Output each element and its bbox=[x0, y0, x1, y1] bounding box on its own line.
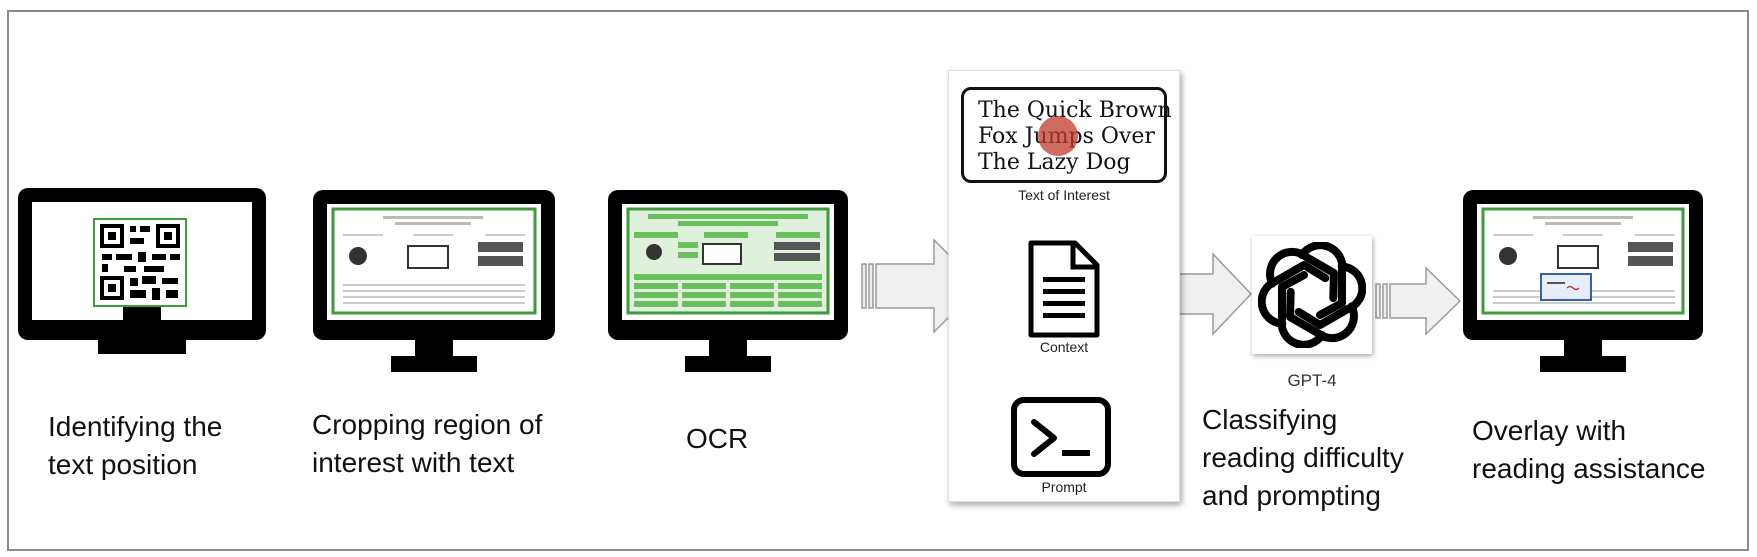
arrow-gpt-to-overlay bbox=[1375, 266, 1462, 336]
step-label-classify: Classifying reading difficulty and promp… bbox=[1202, 404, 1404, 511]
document-icon bbox=[1028, 240, 1100, 338]
openai-logo-icon bbox=[1258, 242, 1366, 348]
monitor-crop bbox=[313, 190, 555, 372]
terminal-prompt-icon bbox=[1011, 397, 1111, 477]
step-label-crop: Cropping region of interest with text bbox=[312, 409, 543, 478]
monitor-qr bbox=[18, 188, 266, 354]
step-label-overlay: Overlay with reading assistance bbox=[1472, 415, 1706, 484]
quote-line-1: The Quick Brown bbox=[978, 98, 1172, 123]
step-label-identify: Identifying the text position bbox=[48, 411, 223, 480]
text-of-interest-label: Text of Interest bbox=[1018, 187, 1110, 203]
text-of-interest-box: The Quick Brown Fox Jumps Over The Lazy … bbox=[961, 87, 1172, 183]
step-label-ocr: OCR bbox=[686, 423, 749, 454]
monitor-ocr bbox=[608, 190, 848, 372]
monitor-overlay bbox=[1463, 190, 1703, 372]
input-panel: The Quick Brown Fox Jumps Over The Lazy … bbox=[948, 70, 1180, 502]
prompt-label: Prompt bbox=[1041, 479, 1087, 495]
gaze-point-icon bbox=[1038, 116, 1078, 156]
assistance-overlay-box bbox=[1540, 273, 1592, 301]
gpt4-logo-box bbox=[1252, 236, 1372, 354]
qr-code-icon bbox=[93, 218, 187, 307]
context-label: Context bbox=[1039, 339, 1089, 355]
gpt4-label: GPT-4 bbox=[1287, 371, 1337, 390]
